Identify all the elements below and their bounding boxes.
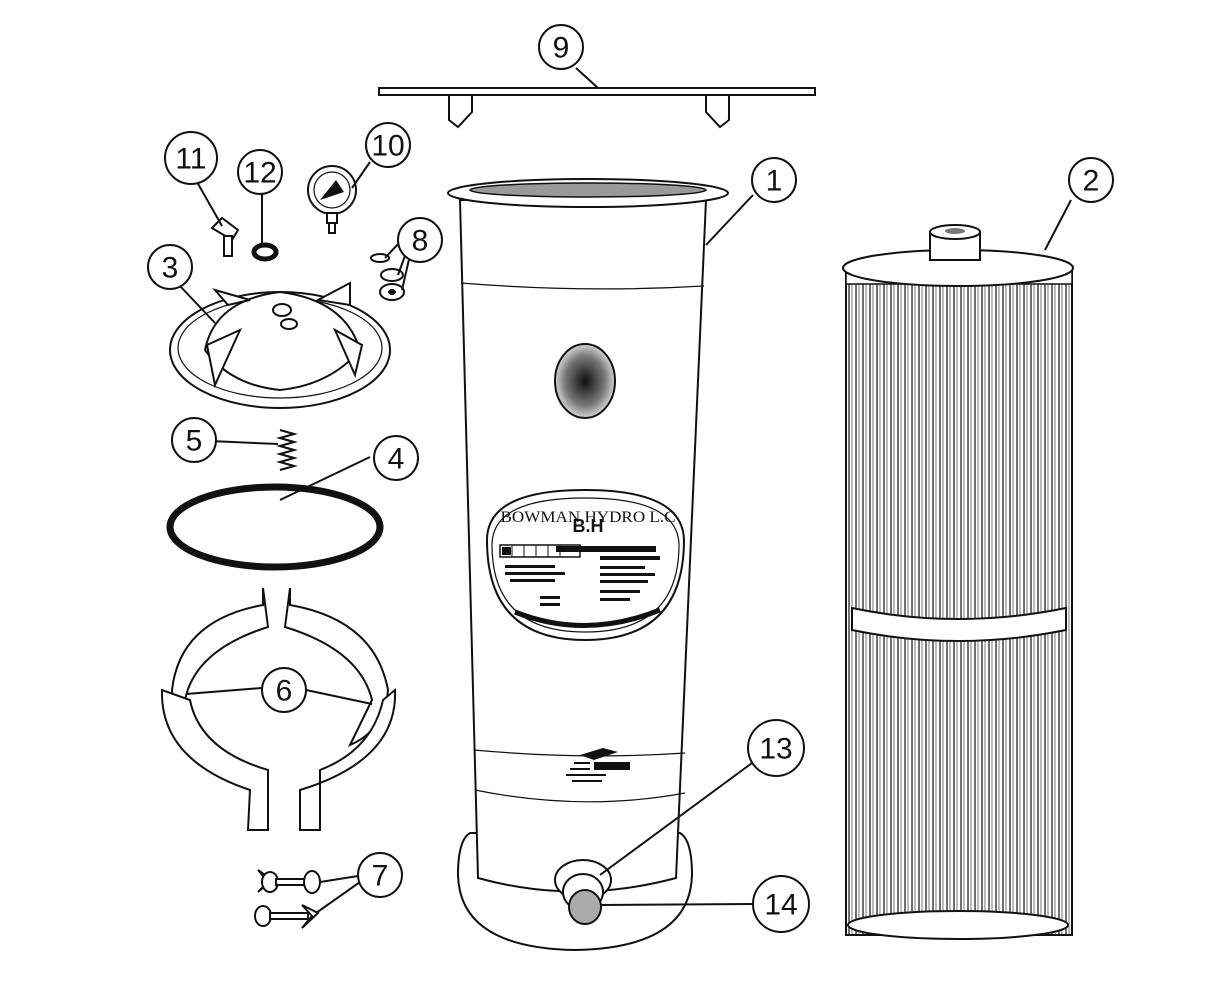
outlet-fitting [554, 859, 612, 925]
callout-5: 5 [171, 417, 217, 463]
callout-13-label: 13 [759, 733, 792, 766]
brand-text: BOWMAN HYDRO L.C [501, 509, 676, 526]
callout-3: 3 [147, 244, 193, 290]
callout-4: 4 [373, 435, 419, 481]
callout-9: 9 [538, 24, 584, 70]
callout-14-label: 14 [764, 889, 797, 922]
callout-12-label: 12 [243, 157, 276, 190]
callout-11-label: 11 [175, 143, 206, 176]
callout-1-label: 1 [766, 165, 783, 198]
brand-logo: B.H [573, 516, 604, 536]
callout-2-label: 2 [1083, 165, 1100, 198]
brand-label: BOWMAN HYDRO L.C B.H [485, 488, 686, 642]
callout-4-label: 4 [388, 443, 405, 476]
callout-9-label: 9 [553, 32, 570, 65]
callout-1: 1 [751, 157, 797, 203]
callout-12: 12 [237, 149, 283, 195]
callout-11: 11 [164, 131, 218, 185]
callout-5-label: 5 [186, 425, 203, 458]
o-ring [166, 483, 384, 571]
callout-8-label: 8 [412, 225, 429, 258]
callout-3-label: 3 [162, 252, 179, 285]
callout-2: 2 [1068, 157, 1114, 203]
callout-6: 6 [261, 667, 307, 713]
callout-8: 8 [397, 217, 443, 263]
callout-14: 14 [752, 875, 810, 933]
clamp-ring [160, 587, 397, 831]
callout-10: 10 [365, 122, 411, 168]
wing-bolts [254, 869, 321, 929]
filter-cartridge [842, 224, 1074, 940]
washer-set [370, 253, 405, 301]
spring [275, 428, 299, 472]
lid [169, 281, 391, 409]
filter-housing: BOWMAN HYDRO L.C B.H [447, 178, 729, 952]
air-relief-valve-icon [210, 216, 240, 257]
callout-6-label: 6 [276, 675, 293, 708]
small-o-ring [251, 242, 279, 262]
callout-7-label: 7 [372, 860, 389, 893]
callout-10-label: 10 [371, 130, 404, 163]
pressure-gauge-icon [307, 165, 357, 234]
callout-13: 13 [747, 719, 805, 777]
top-plate [378, 87, 816, 129]
warning-mark-icon [566, 748, 630, 782]
callout-7: 7 [357, 852, 403, 898]
sight-glass [554, 343, 616, 419]
